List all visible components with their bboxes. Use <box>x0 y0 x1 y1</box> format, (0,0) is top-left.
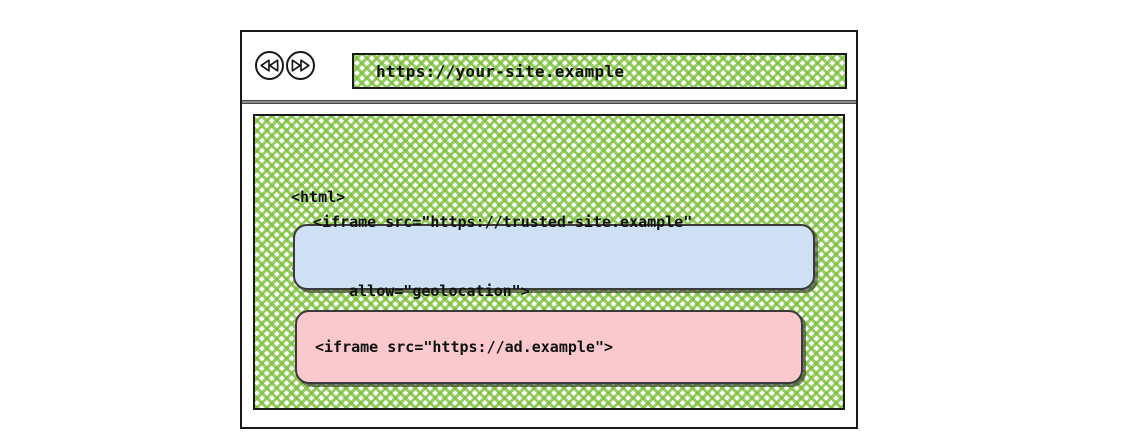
iframe-trusted-code-line-1: <iframe src="https://trusted-site.exampl… <box>313 213 693 231</box>
iframe-ad-code: <iframe src="https://ad.example"> <box>297 290 613 405</box>
fast-forward-icon <box>291 59 310 72</box>
browser-toolbar: https://your-site.example <box>242 32 856 100</box>
iframe-trusted-code-line-2: allow="geolocation"> <box>313 282 530 300</box>
forward-button[interactable] <box>286 51 315 80</box>
iframe-ad[interactable]: <iframe src="https://ad.example"> <box>295 310 803 384</box>
toolbar-divider <box>242 100 856 104</box>
iframe-ad-code-line-1: <iframe src="https://ad.example"> <box>315 337 614 356</box>
rewind-icon <box>260 59 279 72</box>
browser-window: https://your-site.example <html> // your… <box>240 30 858 429</box>
url-input[interactable]: https://your-site.example <box>376 61 625 81</box>
iframe-trusted-code: <iframe src="https://trusted-site.exampl… <box>295 165 692 349</box>
page-viewport: <html> // your-site.example code <iframe… <box>253 114 845 410</box>
code-line-html-open: <html> <box>291 188 346 206</box>
url-bar[interactable]: https://your-site.example <box>352 53 847 89</box>
iframe-trusted-site[interactable]: <iframe src="https://trusted-site.exampl… <box>293 213 815 300</box>
back-button[interactable] <box>255 51 284 80</box>
